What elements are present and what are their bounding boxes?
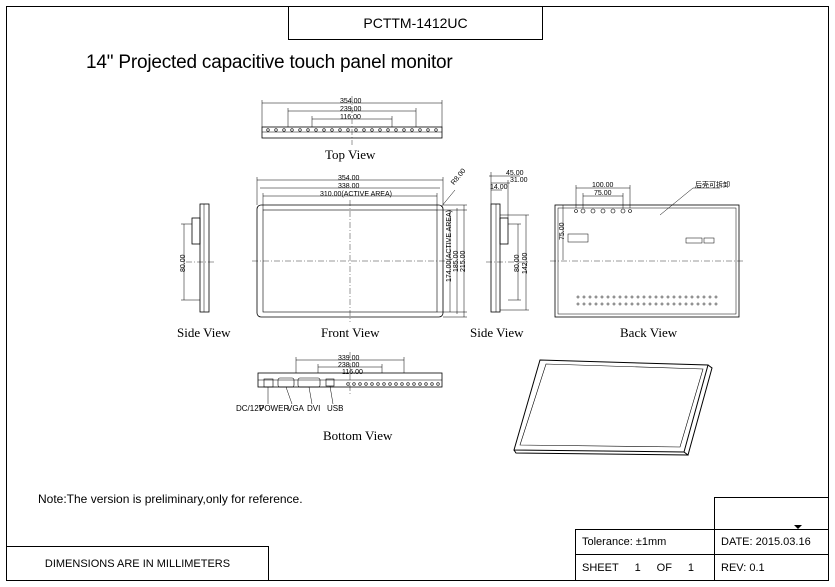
bottom-view-drawing bbox=[257, 352, 443, 405]
rev-cell: REV: 0.1 bbox=[714, 554, 829, 581]
title-block-top-cell bbox=[714, 497, 829, 529]
label-back-view: Back View bbox=[620, 325, 678, 340]
dim-front-overall: 354.00 bbox=[338, 175, 360, 182]
dim-back-b: 75.00 bbox=[594, 190, 612, 197]
dim-bottom-inner: 116.00 bbox=[342, 369, 363, 376]
dim-top-inner: 116.00 bbox=[340, 114, 361, 121]
sheet-cell: SHEET 1 OF 1 bbox=[575, 554, 715, 581]
front-view-drawing bbox=[252, 177, 467, 322]
preliminary-note: Note:The version is preliminary,only for… bbox=[38, 492, 303, 506]
model-title: PCTTM-1412UC bbox=[288, 6, 543, 40]
label-right-side-view: Side View bbox=[470, 325, 524, 340]
dim-bottom-mid: 238.00 bbox=[338, 362, 360, 369]
isometric-view-drawing bbox=[513, 359, 713, 456]
of-label: OF bbox=[656, 561, 672, 574]
dim-side-r-a: 31.00 bbox=[510, 177, 528, 184]
label-top-view: Top View bbox=[325, 147, 376, 162]
back-cover-note: 后壳可拆卸 bbox=[695, 182, 730, 189]
port-label-dc: DC/12V bbox=[236, 404, 265, 413]
date-cell: DATE: 2015.03.16 bbox=[714, 529, 829, 555]
left-side-view-drawing bbox=[181, 203, 215, 313]
dimensions-note: DIMENSIONS ARE IN MILLIMETERS bbox=[6, 546, 269, 581]
tolerance-cell: Tolerance: ±1mm bbox=[575, 529, 715, 555]
dim-top-overall: 354.00 bbox=[340, 98, 362, 105]
port-label-usb: USB bbox=[327, 404, 344, 413]
port-label-power: POWER bbox=[259, 404, 290, 413]
label-left-side-view: Side View bbox=[177, 325, 231, 340]
sheet-label: SHEET bbox=[582, 561, 619, 574]
dim-front-mid: 338.00 bbox=[338, 183, 360, 190]
drawing-heading: 14" Projected capacitive touch panel mon… bbox=[86, 52, 453, 73]
dim-top-mid: 239.00 bbox=[340, 106, 362, 113]
sheet-number: 1 bbox=[634, 561, 641, 574]
dim-side-r-b: 14.00 bbox=[490, 184, 508, 191]
dim-back-a: 100.00 bbox=[592, 182, 614, 189]
right-side-view-drawing bbox=[486, 172, 529, 313]
dim-front-active: 310.00(ACTIVE AREA) bbox=[320, 191, 392, 198]
back-view-drawing bbox=[550, 185, 745, 318]
top-view-drawing bbox=[261, 96, 443, 145]
sheet-total: 1 bbox=[687, 561, 694, 574]
label-front-view: Front View bbox=[321, 325, 380, 340]
dim-side-r-depth: 45.00 bbox=[506, 170, 524, 177]
port-label-dvi: DVI bbox=[307, 404, 321, 413]
dim-bottom-overall: 339.00 bbox=[338, 355, 360, 362]
label-bottom-view: Bottom View bbox=[323, 428, 393, 443]
port-label-vga: VGA bbox=[287, 404, 304, 413]
